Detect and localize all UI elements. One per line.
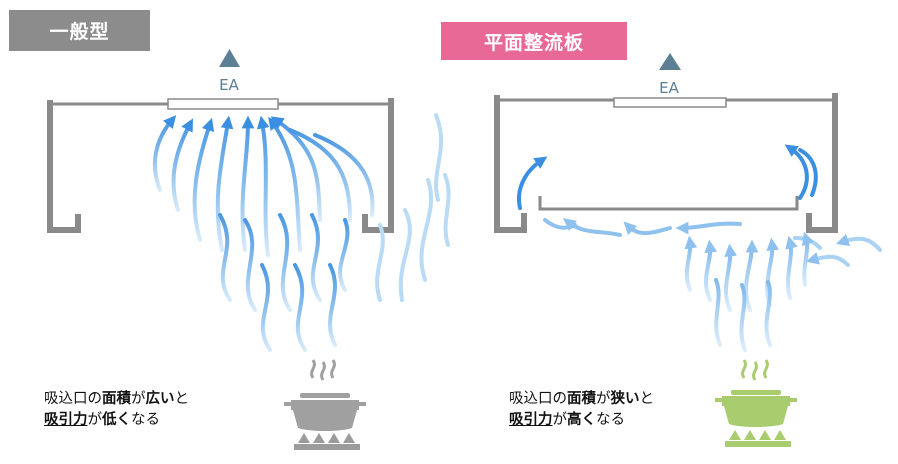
caption-text: が	[131, 391, 146, 407]
caption-text: 吸込口の	[44, 391, 102, 407]
right-exhaust-arrow-icon	[659, 53, 681, 70]
left-hood	[47, 98, 394, 233]
caption-text: が	[87, 412, 103, 428]
caption-text: 吸込口の	[509, 391, 567, 407]
right-airflow	[517, 144, 882, 267]
right-burner-flame-icon	[725, 430, 791, 447]
left-exhaust-arrow-icon	[219, 49, 240, 67]
caption-text: と	[174, 391, 190, 407]
caption-bold: 高く	[567, 412, 596, 428]
right-pot-icon	[715, 359, 797, 427]
caption-bold: 低く	[102, 412, 131, 428]
left-burner-flame-icon	[294, 433, 360, 450]
left-pot-icon	[284, 359, 366, 431]
caption-bold: 面積	[567, 391, 596, 407]
right-caption-line1: 吸込口の面積が狭いと	[509, 389, 654, 410]
caption-underlined: 吸引力	[509, 412, 553, 428]
general-type-label: 一般型	[9, 10, 150, 51]
right-caption-line2: 吸引力が高くなる	[509, 410, 654, 431]
right-ea-label: EA	[659, 79, 679, 97]
left-ea-label: EA	[219, 76, 239, 94]
left-airflow	[152, 115, 375, 352]
caption-text: なる	[131, 412, 160, 428]
caption-text: が	[596, 391, 611, 407]
right-caption: 吸込口の面積が狭いと 吸引力が高くなる	[509, 389, 654, 431]
caption-text: が	[552, 412, 568, 428]
caption-bold: 面積	[102, 391, 131, 407]
left-caption-line1: 吸込口の面積が広いと	[44, 389, 189, 410]
caption-bold: 狭い	[610, 391, 640, 407]
left-escaping-airflow	[375, 113, 451, 302]
right-hood	[494, 93, 838, 233]
left-caption: 吸込口の面積が広いと 吸引力が低くなる	[44, 389, 189, 431]
caption-text: なる	[596, 412, 625, 428]
caption-text: と	[639, 391, 655, 407]
right-rising-airflow	[684, 231, 815, 352]
caption-bold: 広い	[145, 391, 175, 407]
left-caption-line2: 吸引力が低くなる	[44, 410, 189, 431]
caption-underlined: 吸引力	[44, 412, 88, 428]
flat-baffle-type-label: 平面整流板	[441, 22, 627, 60]
